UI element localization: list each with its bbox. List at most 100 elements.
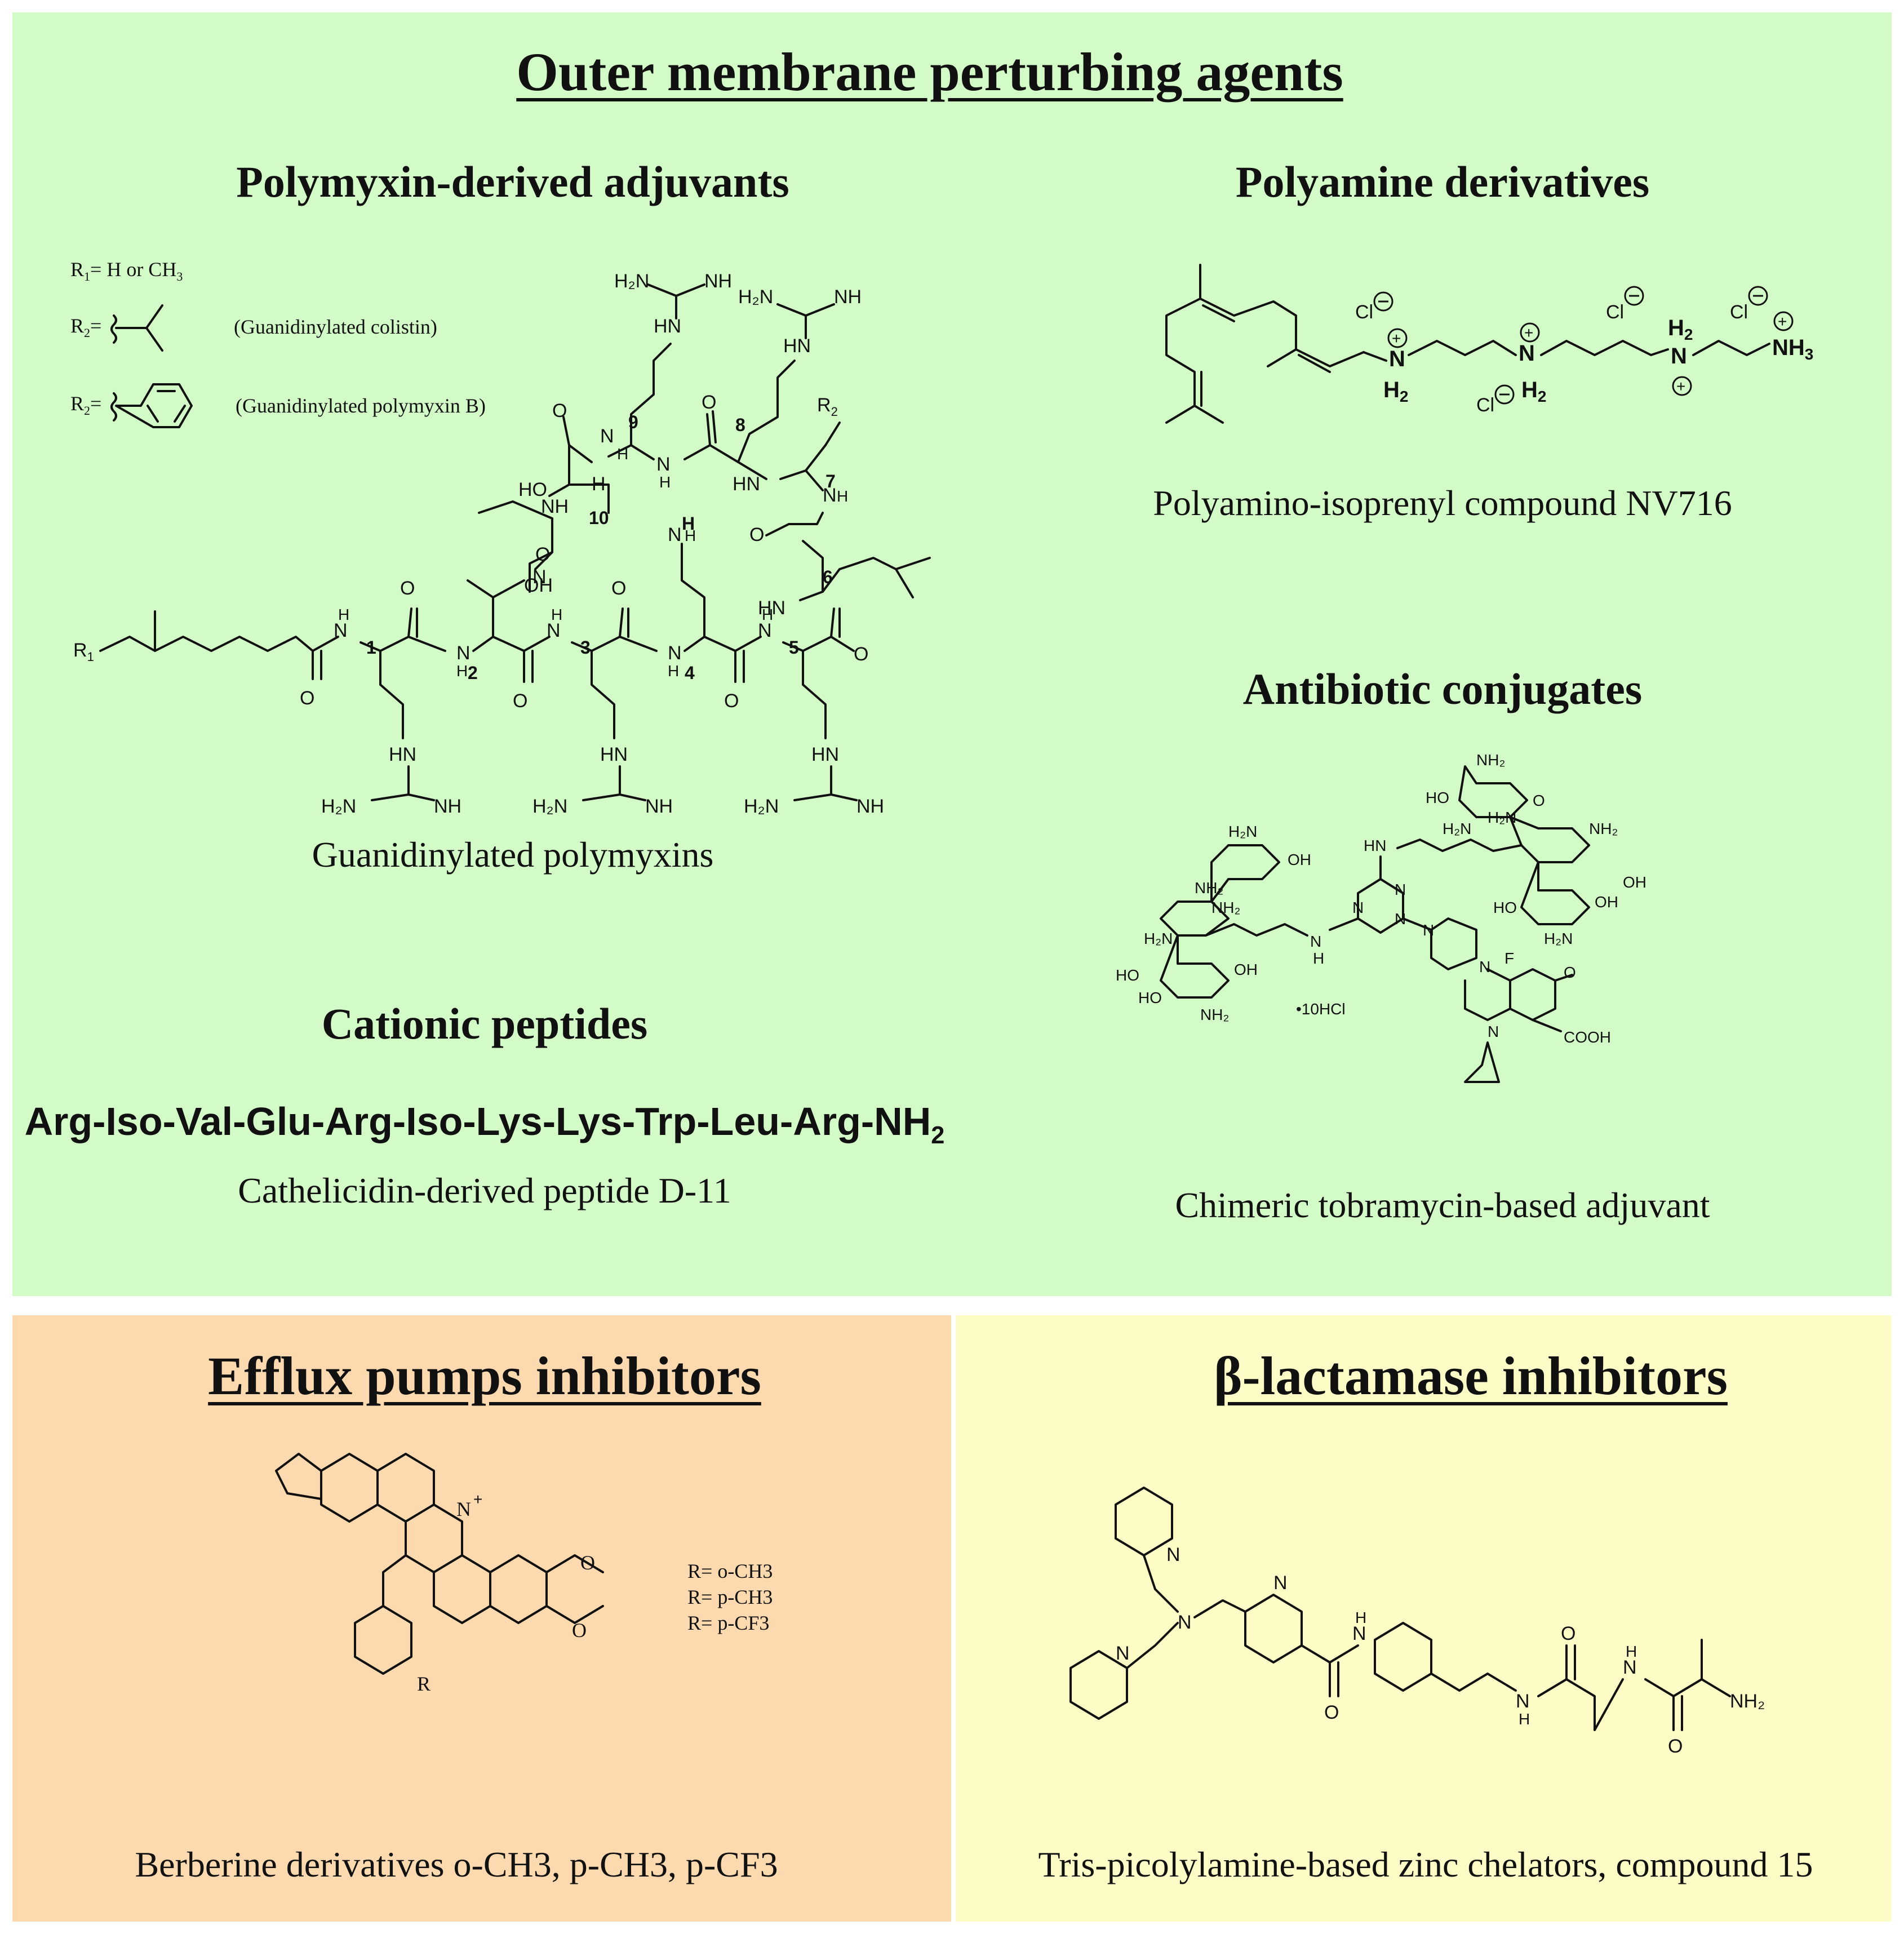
svg-text:H₂N: H₂N <box>321 796 356 817</box>
svg-text:H₂N: H₂N <box>1228 823 1257 840</box>
residue-number-2: 2 <box>468 663 478 683</box>
svg-text:HN: HN <box>733 473 760 495</box>
residue-number-5: 5 <box>789 637 799 658</box>
residue-number-1: 1 <box>366 637 376 658</box>
svg-text:OH: OH <box>1288 851 1311 868</box>
svg-text:N: N <box>600 425 614 447</box>
svg-text:H: H <box>1626 1643 1637 1660</box>
cationic-section-title: Cationic peptides <box>321 999 648 1048</box>
svg-text:HO: HO <box>518 479 547 500</box>
svg-text:+: + <box>1778 313 1787 330</box>
svg-text:H2: H2 <box>1383 378 1408 405</box>
outer-membrane-panel <box>12 12 1892 1296</box>
polymyxin-caption: Guanidinylated polymyxins <box>312 835 714 875</box>
residue-number-9: 9 <box>628 412 638 432</box>
svg-text:Cl: Cl <box>1730 301 1748 323</box>
svg-text:+: + <box>473 1491 482 1508</box>
svg-text:NH: NH <box>541 496 569 517</box>
svg-text:HO: HO <box>1116 966 1139 984</box>
berberine-structure: N+ O O R <box>275 1453 604 1695</box>
conjugates-caption: Chimeric tobramycin-based adjuvant <box>1175 1185 1710 1225</box>
svg-text:O: O <box>749 524 764 545</box>
svg-text:NH: NH <box>834 286 862 308</box>
residue-number-7: 7 <box>825 471 836 491</box>
polymyxin-substituent-legend: R1= H or CH3 R2= (Guanidinylated colisti… <box>70 258 486 428</box>
svg-text:NH3: NH3 <box>1772 335 1813 363</box>
svg-text:Cl: Cl <box>1476 394 1494 416</box>
svg-text:O: O <box>854 644 868 665</box>
svg-text:H2: H2 <box>1521 378 1546 405</box>
svg-text:H: H <box>668 662 679 680</box>
svg-text:H₂N: H₂N <box>1443 820 1471 837</box>
beta-lactamase-caption: Tris-picolylamine-based zinc chelators, … <box>1038 1844 1813 1884</box>
beta-lactamase-title: β-lactamase inhibitors <box>1214 1346 1728 1406</box>
svg-text:N: N <box>456 1498 471 1520</box>
svg-text:H: H <box>682 513 695 534</box>
svg-text:H: H <box>659 473 671 491</box>
svg-text:O: O <box>1324 1702 1339 1723</box>
svg-text:N: N <box>823 485 837 506</box>
svg-text:F: F <box>1504 950 1514 967</box>
polymyxinB-label: (Guanidinylated polymyxin B) <box>236 394 486 417</box>
svg-text:O: O <box>300 687 314 709</box>
colistin-label: (Guanidinylated colistin) <box>234 316 437 338</box>
svg-text:NH: NH <box>704 270 732 292</box>
svg-text:H: H <box>551 606 562 623</box>
svg-text:N: N <box>1273 1572 1288 1594</box>
svg-text:R2=: R2= <box>70 314 101 340</box>
svg-text:O: O <box>724 690 739 712</box>
svg-text:N: N <box>668 642 682 664</box>
svg-text:HO: HO <box>1138 989 1162 1006</box>
svg-text:N: N <box>547 620 561 641</box>
svg-text:O: O <box>611 578 626 599</box>
svg-text:HN: HN <box>811 744 839 765</box>
polyamine-section-title: Polyamine derivatives <box>1235 157 1650 206</box>
residue-number-10: 10 <box>589 508 609 528</box>
svg-text:O: O <box>400 578 415 599</box>
svg-text:NH: NH <box>856 796 884 817</box>
svg-text:R: R <box>417 1673 430 1695</box>
svg-text:N: N <box>334 620 348 641</box>
efflux-title: Efflux pumps inhibitors <box>208 1346 761 1406</box>
svg-text:NH₂: NH₂ <box>1195 879 1223 897</box>
svg-text:H₂N: H₂N <box>532 796 567 817</box>
r-def-p-ch3: R= p-CH3 <box>687 1586 773 1608</box>
svg-text:N: N <box>1671 344 1687 369</box>
svg-text:N: N <box>1479 958 1490 975</box>
svg-text:N: N <box>1423 921 1434 939</box>
svg-text:H: H <box>685 527 696 544</box>
svg-text:N: N <box>1516 1691 1530 1712</box>
svg-text:HN: HN <box>389 744 416 765</box>
cationic-caption: Cathelicidin-derived peptide D-11 <box>238 1170 731 1210</box>
polymyxin-section-title: Polymyxin-derived adjuvants <box>236 157 789 206</box>
svg-text:N: N <box>1178 1612 1192 1633</box>
svg-text:H: H <box>762 606 773 623</box>
svg-text:Cl: Cl <box>1355 301 1373 323</box>
residue-number-4: 4 <box>685 663 695 683</box>
svg-text:N: N <box>1352 1623 1366 1644</box>
svg-text:N: N <box>1352 899 1364 916</box>
svg-text:O: O <box>513 690 527 712</box>
svg-text:Cl: Cl <box>1606 301 1624 323</box>
svg-text:H2: H2 <box>1668 316 1693 343</box>
svg-text:H: H <box>837 487 848 505</box>
svg-text:O: O <box>580 1551 595 1574</box>
salt-label: •10HCl <box>1296 1000 1346 1018</box>
svg-text:N: N <box>1519 341 1535 366</box>
svg-text:NH: NH <box>434 796 461 817</box>
svg-text:HN: HN <box>600 744 628 765</box>
svg-text:H: H <box>1355 1609 1366 1626</box>
svg-text:H: H <box>338 606 349 623</box>
svg-text:R1: R1 <box>73 640 94 664</box>
svg-text:NH₂: NH₂ <box>1589 820 1618 837</box>
beta-lactamase-panel <box>956 1315 1892 1922</box>
berberine-r-definitions: R= o-CH3 R= p-CH3 R= p-CF3 <box>687 1560 773 1634</box>
svg-text:NH₂: NH₂ <box>1476 751 1505 769</box>
svg-text:OH: OH <box>1623 873 1646 891</box>
svg-text:H₂N: H₂N <box>1544 930 1573 947</box>
svg-text:N: N <box>1166 1544 1180 1565</box>
svg-text:N: N <box>1310 933 1321 950</box>
svg-text:+: + <box>1524 324 1533 341</box>
svg-text:O: O <box>535 544 550 565</box>
